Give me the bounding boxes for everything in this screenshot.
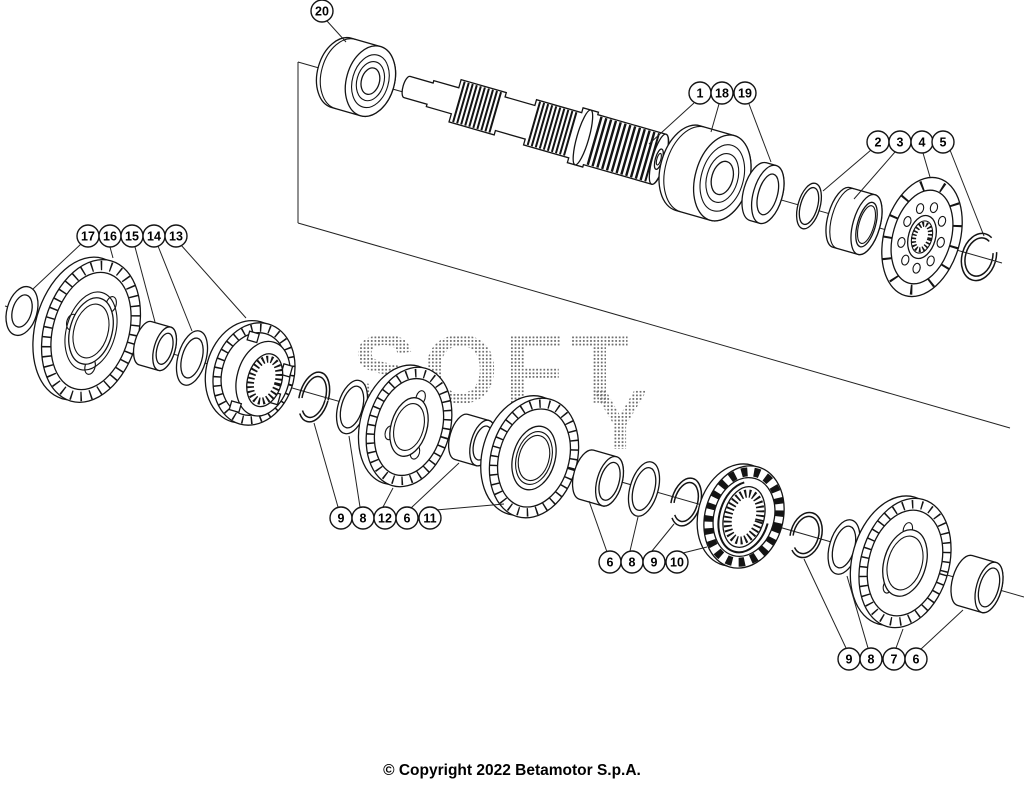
callout-label: 18 (715, 87, 729, 101)
callout-circle (418, 506, 442, 530)
leader-lines (32, 20, 985, 651)
callout-circle (642, 550, 666, 574)
callout-4: 4 (910, 130, 934, 154)
divider-line (297, 222, 1011, 429)
callout-circle (395, 506, 419, 530)
callout-label: 15 (125, 230, 139, 244)
callout-17: 17 (76, 224, 100, 248)
callout-label: 5 (940, 136, 947, 150)
callout-2: 2 (866, 130, 890, 154)
callout-6-bottom: 6 (904, 647, 928, 671)
callout-9-midright: 9 (642, 550, 666, 574)
callout-1: 1 (688, 81, 712, 105)
callout-label: 1 (697, 87, 704, 101)
callout-11: 11 (418, 506, 442, 530)
callout-circle (710, 81, 734, 105)
gear-11 (480, 395, 580, 519)
gear-10 (696, 463, 785, 569)
callout-label: 20 (315, 5, 329, 19)
gear-7 (849, 495, 952, 629)
ring-19 (741, 161, 785, 225)
callout-label: 7 (891, 653, 898, 667)
callout-label: 19 (738, 87, 752, 101)
callout-label: 6 (607, 556, 614, 570)
callout-19: 19 (733, 81, 757, 105)
callout-label: 11 (423, 512, 436, 526)
washer-17 (5, 285, 39, 337)
callout-circle (310, 0, 334, 23)
input-shaft-assembly (315, 37, 998, 298)
bushing-6c (950, 554, 1004, 614)
callout-label: 6 (404, 512, 411, 526)
callout-9-bottom: 9 (837, 647, 861, 671)
callout-circle (931, 130, 955, 154)
callout-circle (733, 81, 757, 105)
callout-label: 10 (670, 556, 684, 570)
callout-18: 18 (710, 81, 734, 105)
watermark-text-line2: Y (592, 373, 649, 467)
circlip-9a (297, 371, 331, 423)
callout-6-mid: 6 (395, 506, 419, 530)
gear-12 (357, 364, 453, 488)
callout-label: 2 (875, 136, 882, 150)
bearing-20 (315, 37, 397, 118)
callout-circle (859, 647, 883, 671)
callout-7: 7 (882, 647, 906, 671)
callout-6-midright: 6 (598, 550, 622, 574)
callout-label: 6 (913, 653, 920, 667)
callout-10: 10 (665, 550, 689, 574)
callout-circle (665, 550, 689, 574)
washer-14 (175, 330, 209, 386)
callout-9-mid: 9 (329, 506, 353, 530)
countershaft-assembly (5, 256, 1004, 629)
callout-8-bottom: 8 (859, 647, 883, 671)
callout-label: 14 (147, 230, 161, 244)
callout-label: 13 (169, 230, 183, 244)
callout-label: 3 (897, 136, 904, 150)
callout-20: 20 (310, 0, 334, 23)
callout-8-midright: 8 (620, 550, 644, 574)
washer-8b (627, 461, 661, 517)
shaft-collar (572, 109, 594, 166)
callout-14: 14 (142, 224, 166, 248)
callout-12: 12 (373, 506, 397, 530)
callout-13: 13 (164, 224, 188, 248)
callout-circle (164, 224, 188, 248)
gear-16 (32, 256, 142, 404)
callout-label: 9 (338, 512, 345, 526)
spacer-3 (825, 186, 883, 256)
circlip-9c (789, 511, 823, 559)
callout-label: 8 (629, 556, 636, 570)
callout-label: 4 (919, 136, 926, 150)
callout-label: 16 (103, 230, 117, 244)
shaft-1 (401, 75, 670, 185)
oring-2 (795, 182, 823, 230)
callout-label: 8 (360, 512, 367, 526)
gear-13 (204, 319, 296, 426)
callout-label: 8 (868, 653, 875, 667)
callout-label: 17 (81, 230, 95, 244)
callout-balloons: 20 1 18 19 2 3 4 5 (76, 0, 955, 671)
callout-5: 5 (931, 130, 955, 154)
callout-3: 3 (888, 130, 912, 154)
copyright-text: © Copyright 2022 Betamotor S.p.A. (383, 762, 641, 779)
callout-16: 16 (98, 224, 122, 248)
callout-label: 9 (651, 556, 658, 570)
sprocket-4 (881, 176, 963, 298)
callout-8-mid: 8 (351, 506, 375, 530)
callout-label: 12 (378, 512, 392, 526)
circlip-5 (960, 232, 998, 282)
callout-circle (904, 647, 928, 671)
bushing-15 (132, 320, 178, 372)
bushing-6b (571, 449, 625, 507)
callout-label: 9 (846, 653, 853, 667)
bearing-18 (658, 124, 752, 222)
callout-15: 15 (120, 224, 144, 248)
